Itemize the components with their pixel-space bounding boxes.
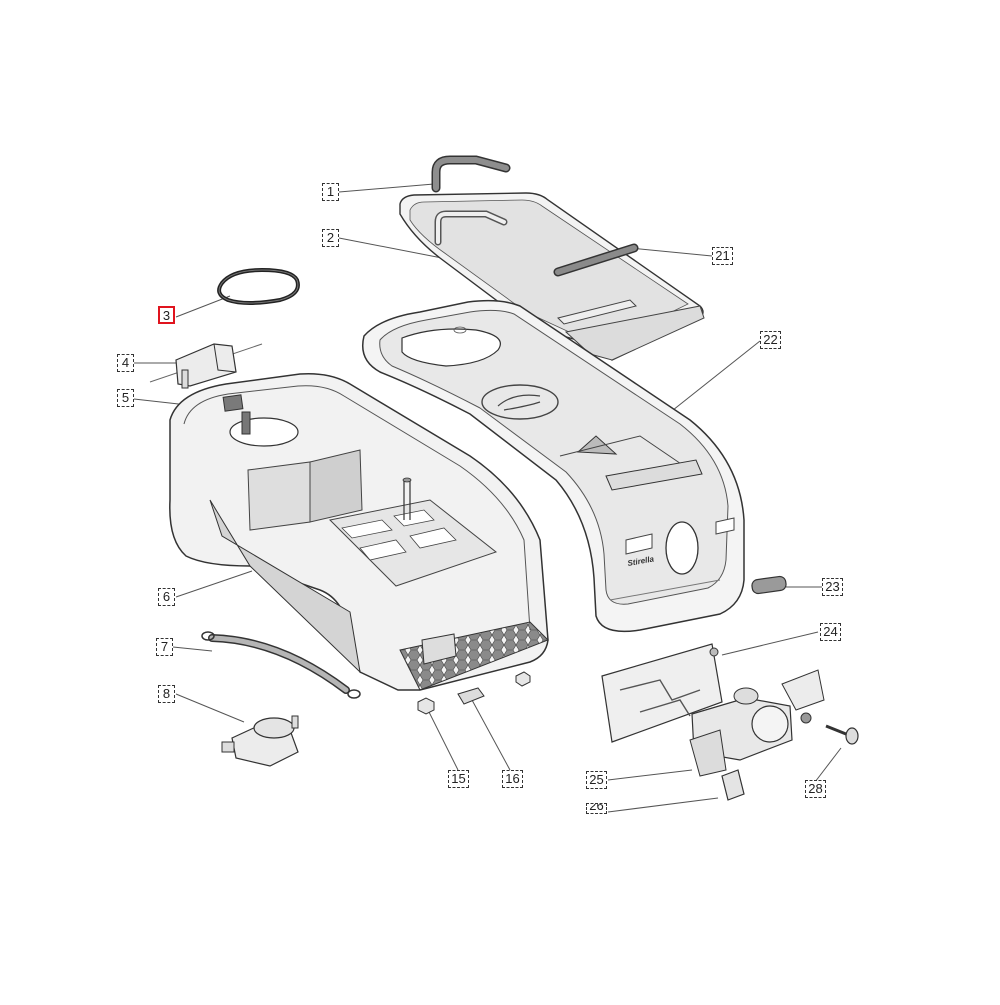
part-1-handle [431, 155, 511, 193]
part-2-top-cover [399, 192, 705, 361]
part-3-gasket [217, 267, 300, 305]
callout-23[interactable]: 23 [822, 578, 843, 596]
callout-21[interactable]: 21 [712, 247, 733, 265]
part-6-base-housing [169, 372, 549, 691]
part-16-clip [457, 671, 531, 705]
callout-3-selected[interactable]: 3 [158, 306, 175, 324]
part-8-pump [221, 715, 299, 767]
callout-26[interactable]: 26 [586, 803, 607, 814]
callout-15[interactable]: 15 [448, 770, 469, 788]
callout-7[interactable]: 7 [156, 638, 173, 656]
callout-8[interactable]: 8 [158, 685, 175, 703]
part-23-badge [751, 575, 787, 595]
callout-4[interactable]: 4 [117, 354, 134, 372]
part-21-rubber-strip [553, 243, 639, 277]
callout-6[interactable]: 6 [158, 588, 175, 606]
callout-16[interactable]: 16 [502, 770, 523, 788]
part-22-upper-housing [362, 299, 745, 633]
callout-5[interactable]: 5 [117, 389, 134, 407]
callout-28[interactable]: 28 [805, 780, 826, 798]
part-26-switch [721, 769, 745, 801]
part-7-hose [201, 631, 361, 699]
callout-24[interactable]: 24 [820, 623, 841, 641]
part-25-thermostat [689, 669, 825, 777]
callout-2[interactable]: 2 [322, 229, 339, 247]
part-24-circuit-board [601, 643, 723, 743]
part-15-nut [417, 697, 435, 715]
part-28-screw [825, 724, 859, 745]
callout-22[interactable]: 22 [760, 331, 781, 349]
part-4-bracket [149, 343, 263, 389]
callout-1[interactable]: 1 [322, 183, 339, 201]
callout-25[interactable]: 25 [586, 771, 607, 789]
